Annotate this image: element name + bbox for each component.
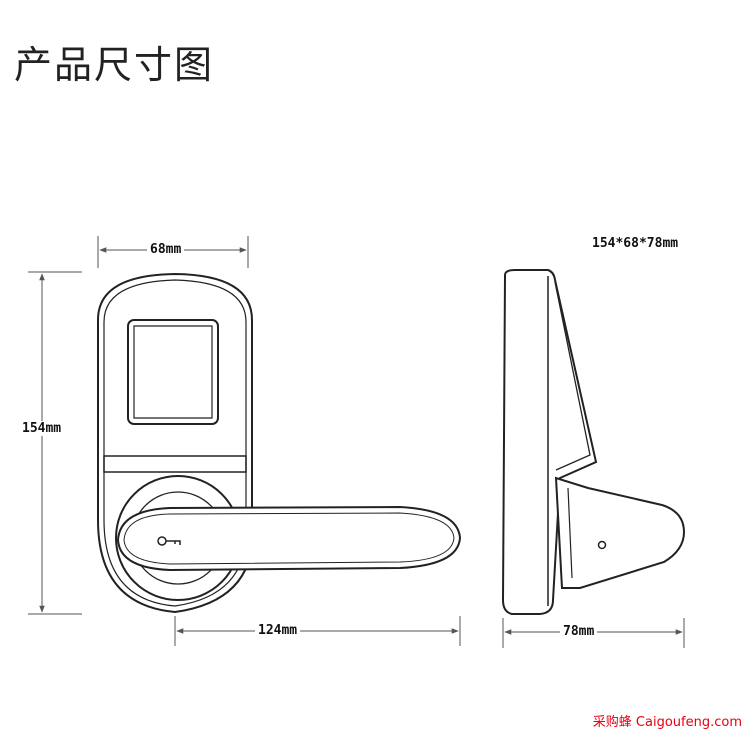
- side-body-slope: [554, 281, 591, 471]
- key-icon: [157, 536, 181, 546]
- diagram-title: 产品尺寸图: [14, 43, 215, 87]
- lever-handle-inner: [123, 512, 455, 565]
- panel-screen: [133, 325, 213, 419]
- handle-dimension-label: 124mm: [255, 623, 301, 638]
- side-body-outline: [501, 269, 598, 615]
- watermark-brand: 采购蜂: [592, 715, 632, 730]
- side-keyhole: [597, 540, 607, 550]
- overall-size-spec: 154*68*78mm: [592, 236, 679, 251]
- width-dimension-label: 68mm: [147, 242, 185, 257]
- panel-strip: [103, 455, 247, 473]
- lever-handle: [116, 505, 462, 572]
- front-view: [97, 272, 462, 614]
- keypad-panel: [127, 319, 219, 425]
- side-view: [501, 269, 686, 615]
- watermark-site: Caigoufeng.com: [635, 715, 742, 730]
- height-dimension-label: 154mm: [19, 421, 65, 436]
- side-lever-inner: [567, 487, 573, 579]
- watermark: 采购蜂 Caigoufeng.com: [593, 711, 742, 730]
- side-lever: [554, 476, 686, 589]
- depth-dimension-label: 78mm: [560, 624, 598, 639]
